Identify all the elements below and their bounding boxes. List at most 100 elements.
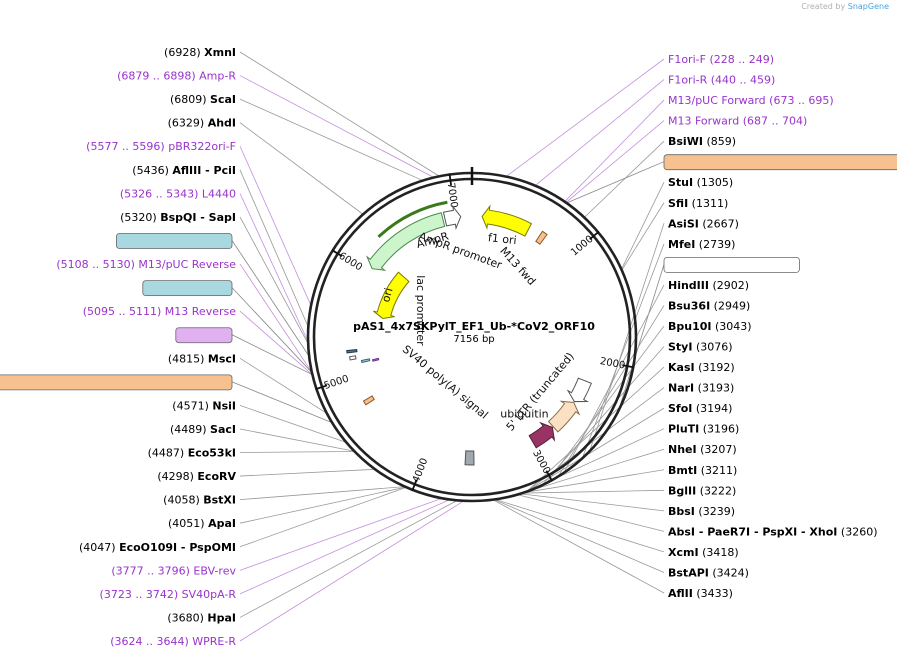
site-text-L-7: (5320) BspQI - SapI [120,211,236,224]
site-text-L-20: (4051) ApaI [168,517,236,530]
site-leader-R-25 [493,499,665,573]
site-L-16: (4489) SacI [170,423,236,436]
site-text-L-11: (5095 .. 5111) M13 Reverse [83,305,236,318]
site-name: AflII [668,587,693,600]
site-text-L-9: (5108 .. 5130) M13/pUC Reverse [56,258,236,271]
site-leader-R-23 [517,494,665,532]
feature-label-5: lac promoter [414,275,427,346]
site-L-10: lac operator [142,280,233,297]
snapgene-logo[interactable]: SnapGene [847,2,889,11]
feature-1 [442,204,462,231]
site-name: Amp-R [199,70,236,83]
site-leader-R-15 [526,366,665,492]
site-position: (5108 .. 5130) [56,258,135,271]
site-name: AhdI [208,117,236,130]
site-leader-L-18 [239,468,376,477]
site-position: (3418) [702,546,739,559]
site-leader-R-24 [494,499,665,553]
site-position: (5320) [120,211,157,224]
tick-label-7000: 7000 [445,182,459,209]
site-position: (3624 .. 3644) [110,635,189,648]
site-name: BspQI - SapI [160,211,236,224]
site-name: StuI [668,176,693,189]
site-text-R-2: M13/pUC Forward (673 .. 695) [668,94,834,107]
site-text-L-23: (3723 .. 3742) SV40pA-R [100,588,237,601]
site-text-L-22: (3777 .. 3796) EBV-rev [111,564,236,577]
site-position: (4298) [157,470,194,483]
site-leader-L-23 [239,499,451,595]
site-text-L-19: (4058) BstXI [163,494,236,507]
site-name: M13 Forward [668,115,739,128]
site-leader-R-4 [584,140,665,218]
site-leader-L-2 [239,98,423,181]
site-text-R-22: BbsI (3239) [668,505,735,518]
site-L-9: (5108 .. 5130) M13/pUC Reverse [56,258,236,271]
site-name: SfoI [668,402,692,415]
site-position: (3207) [700,443,737,456]
site-L-1: (6879 .. 6898) Amp-R [117,70,236,83]
site-position: (3723 .. 3742) [100,588,179,601]
site-leader-L-20 [239,486,406,524]
site-L-24: (3680) HpaI [167,611,236,624]
site-leader-R-19 [524,448,665,493]
site-text-R-7: SfiI (1311) [668,197,728,210]
site-position: (440 .. 459) [711,74,776,87]
site-text-R-16: NarI (3193) [668,382,734,395]
site-leader-R-5 [566,161,665,204]
site-position: (5326 .. 5343) [120,187,199,200]
site-box-L-8 [116,233,233,249]
site-leader-R-3 [565,120,665,203]
site-leader-L-24 [239,499,458,618]
site-name: SfiI [668,197,688,210]
site-leader-L-5 [239,169,309,328]
feature-3 [373,271,410,320]
site-name: MscI [208,352,236,365]
site-name: BmtI [668,464,697,477]
site-L-13: (4815) MscI [168,352,236,365]
site-box-L-14 [0,374,233,391]
site-leader-L-7 [239,216,309,344]
site-L-18: (4298) EcoRV [157,470,236,483]
site-L-19: (4058) BstXI [163,494,236,507]
site-text-L-4: (5577 .. 5596) pBR322ori-F [86,140,236,153]
site-leader-L-12 [231,334,313,376]
site-leader-R-14 [541,346,665,486]
site-R-11: HindIII (2902) [668,279,749,292]
tick-7000 [448,173,453,186]
tick-6000 [331,249,343,258]
site-R-2: M13/pUC Forward (673 .. 695) [668,94,834,107]
site-text-R-4: BsiWI (859) [668,135,736,148]
features [346,200,593,466]
site-text-R-3: M13 Forward (687 .. 704) [668,115,807,128]
site-text-L-15: (4571) NsiI [172,399,236,412]
site-leader-R-9 [581,243,665,459]
site-name: NsiI [212,399,236,412]
site-name: HindIII [668,279,709,292]
site-name: BstXI [203,494,236,507]
site-L-7: (5320) BspQI - SapI [120,211,236,224]
site-name: BglII [668,484,696,497]
site-position: (3211) [701,464,738,477]
site-name: F1ori-R [668,74,708,87]
site-leader-L-21 [239,486,407,548]
site-position: (6809) [170,93,207,106]
site-text-R-19: NheI (3207) [668,443,737,456]
site-text-R-11: HindIII (2902) [668,279,749,292]
site-leader-R-8 [589,223,665,452]
site-name: Bsu36I [668,299,710,312]
site-L-6: (5326 .. 5343) L4440 [120,187,236,200]
site-text-R-24: XcmI (3418) [668,546,739,559]
site-name: L4440 [202,187,236,200]
site-name: EBV-rev [193,564,236,577]
feature-8 [349,355,357,361]
site-name: SacI [210,423,236,436]
site-text-R-8: AsiSI (2667) [668,217,739,230]
site-R-26: AflII (3433) [668,587,733,600]
site-R-8: AsiSI (2667) [668,217,739,230]
site-R-1: F1ori-R (440 .. 459) [668,74,775,87]
site-R-15: KasI (3192) [668,361,735,374]
site-position: (5577 .. 5596) [86,140,165,153]
site-L-12: M13 rev [175,327,233,344]
site-box-R-5 [663,154,897,171]
site-text-L-24: (3680) HpaI [167,611,236,624]
